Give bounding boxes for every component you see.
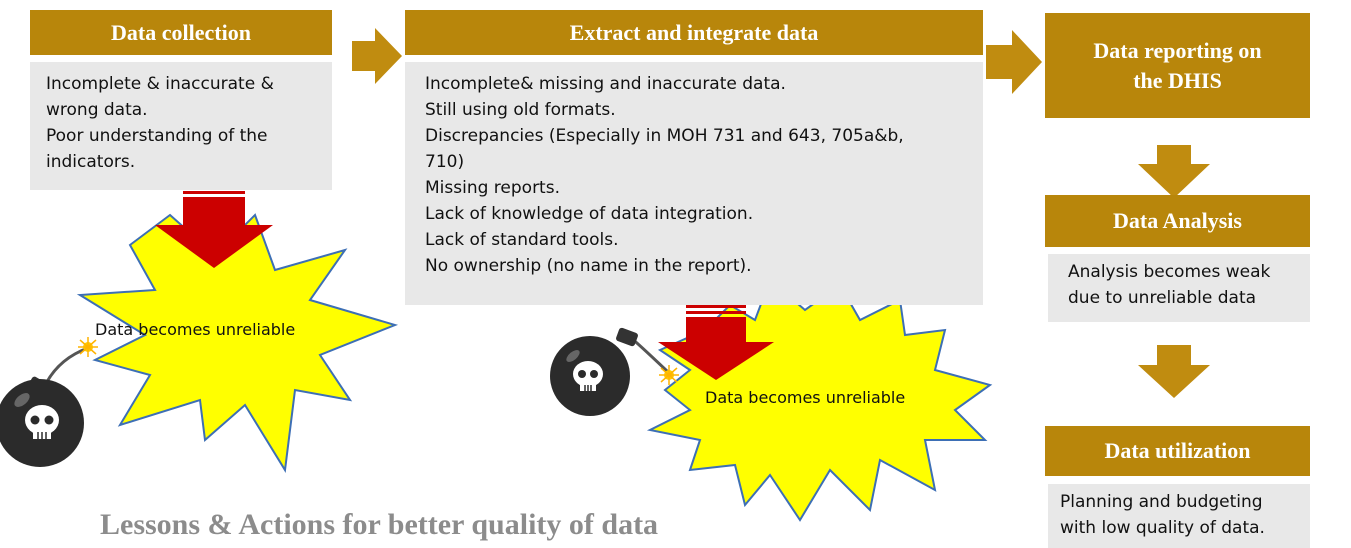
arrow-down-1	[1138, 145, 1210, 198]
extract-line: Still using old formats.	[425, 100, 616, 120]
skull-icon	[573, 361, 603, 391]
collection-line: Poor understanding of the	[46, 126, 268, 146]
arrow-right-2	[986, 30, 1042, 94]
reporting-header: Data reporting on the DHIS	[1045, 13, 1310, 118]
extract-line: Discrepancies (Especially in MOH 731 and…	[425, 126, 904, 146]
collection-line: wrong data.	[46, 100, 148, 120]
extract-line: Lack of knowledge of data integration.	[425, 204, 754, 224]
analysis-line: Analysis becomes weak	[1068, 262, 1271, 282]
extract-line: 710)	[425, 152, 465, 172]
skull-icon	[25, 405, 59, 439]
analysis-line: due to unreliable data	[1068, 288, 1257, 308]
analysis-header: Data Analysis	[1045, 195, 1310, 247]
extract-line: Incomplete& missing and inaccurate data.	[425, 74, 786, 94]
utilization-header: Data utilization	[1045, 426, 1310, 476]
arrow-down-2	[1138, 345, 1210, 398]
data-collection-box: Incomplete & inaccurate & wrong data. Po…	[30, 62, 332, 190]
reporting-title-line2: the DHIS	[1133, 67, 1222, 93]
red-down-arrow-right	[658, 305, 774, 380]
utilization-title: Data utilization	[1104, 438, 1251, 463]
data-collection-title: Data collection	[111, 19, 251, 45]
utilization-line: with low quality of data.	[1060, 518, 1265, 538]
data-collection-header: Data collection	[30, 10, 332, 55]
extract-box: Incomplete& missing and inaccurate data.…	[405, 62, 983, 305]
extract-line: Missing reports.	[425, 178, 560, 198]
bomb-icon	[550, 327, 679, 416]
collection-line: Incomplete & inaccurate &	[46, 74, 274, 94]
left-starburst	[76, 213, 399, 473]
extract-line: Lack of standard tools.	[425, 230, 619, 250]
left-burst-label: Data becomes unreliable	[95, 320, 296, 339]
collection-line: indicators.	[46, 152, 136, 172]
utilization-line: Planning and budgeting	[1060, 492, 1263, 512]
right-burst-label: Data becomes unreliable	[705, 388, 906, 407]
extract-title: Extract and integrate data	[569, 19, 819, 45]
utilization-box: Planning and budgeting with low quality …	[1048, 484, 1310, 548]
bomb-icon	[0, 337, 98, 467]
arrow-right-1	[352, 28, 402, 84]
analysis-box: Analysis becomes weak due to unreliable …	[1048, 254, 1310, 322]
lessons-heading: Lessons & Actions for better quality of …	[100, 508, 659, 541]
extract-line: No ownership (no name in the report).	[425, 256, 752, 276]
analysis-title: Data Analysis	[1113, 208, 1242, 233]
extract-header: Extract and integrate data	[405, 10, 983, 55]
reporting-title-line1: Data reporting on	[1093, 37, 1262, 63]
